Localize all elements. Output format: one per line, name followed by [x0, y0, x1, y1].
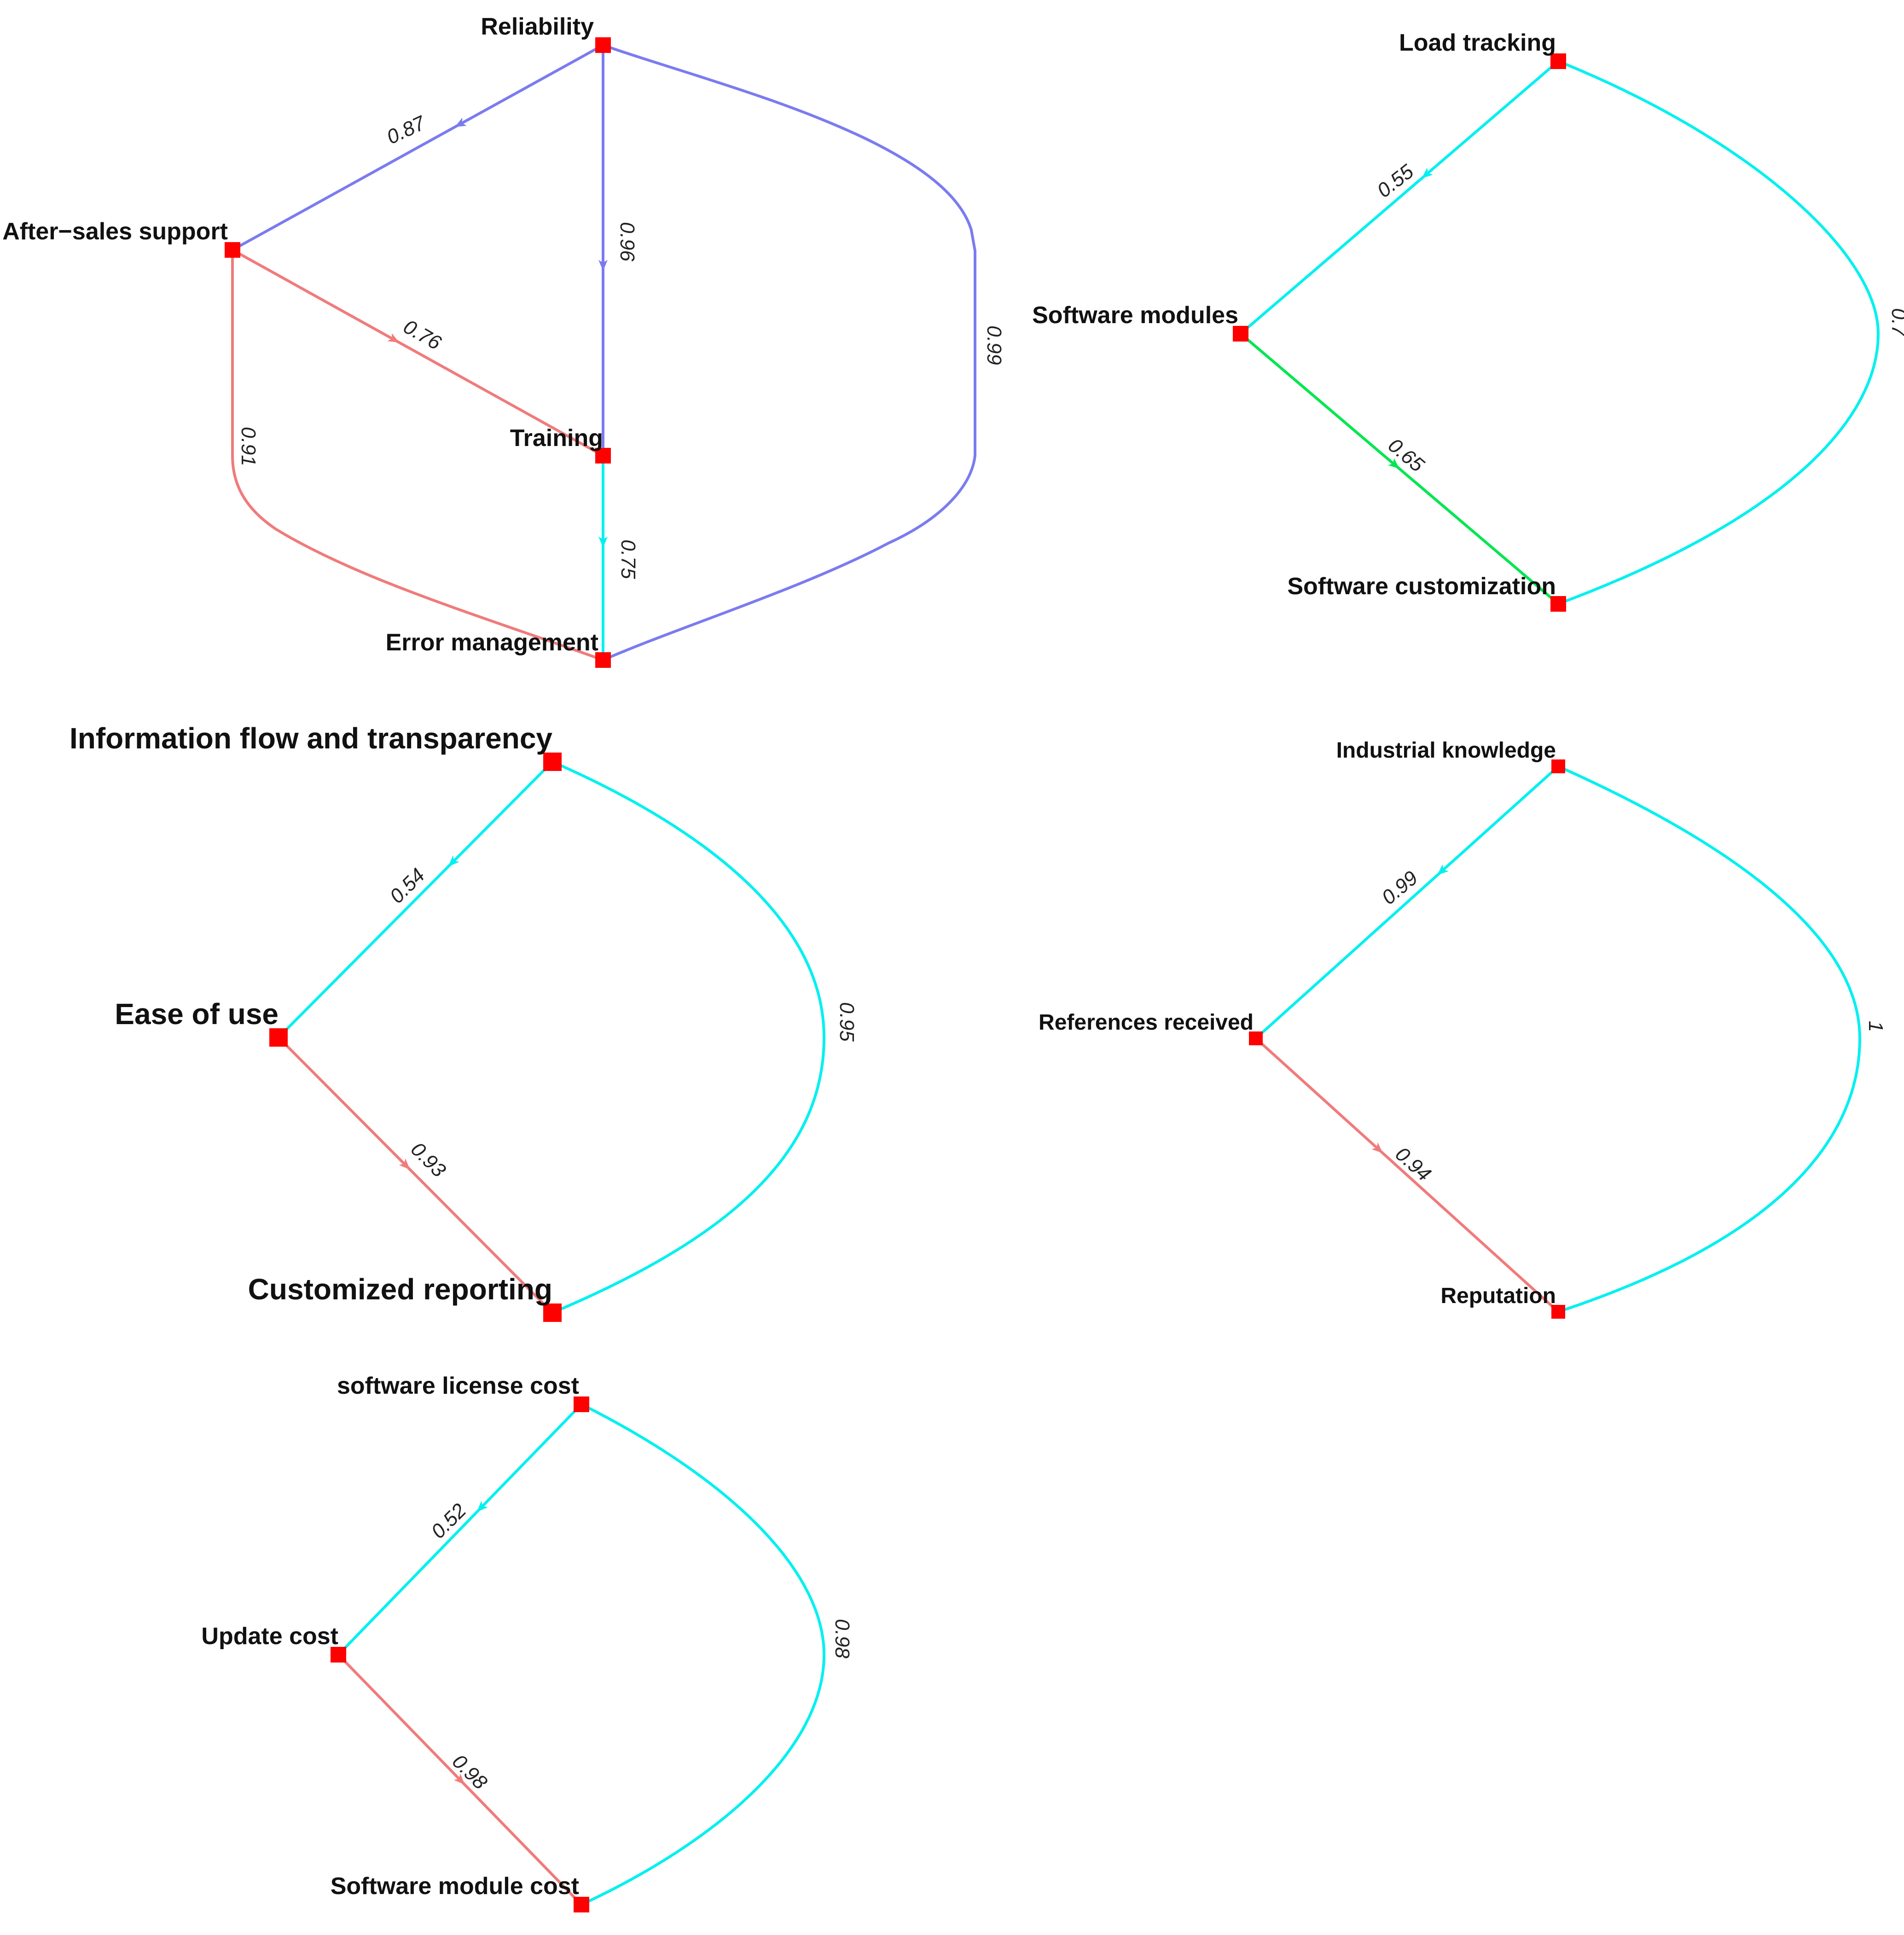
- edge-after_sales-to-training: [232, 249, 604, 457]
- graph-1: 0.87 0.96 0.99 0.76 0.91 0.75 ReliabilityAfter…: [2, 13, 1005, 668]
- node-label-software_custom: Software customization: [1287, 573, 1556, 600]
- edge-weight-label: 0.54: [385, 864, 429, 908]
- node-marker-ease_of_use: [269, 1028, 288, 1047]
- edge-weight-label: 0.87: [383, 111, 430, 149]
- edge-weight-label: 0.65: [1384, 434, 1429, 477]
- edge-arrow-icon: [1388, 458, 1399, 469]
- edge-after_sales-to-error_mgmt: [231, 250, 604, 661]
- node-marker-update_cost: [331, 1647, 346, 1663]
- edge-arrow-icon: [476, 1500, 488, 1512]
- edge-load_tracking-to-software_custom: [1557, 60, 1880, 605]
- node-label-license_cost: software license cost: [337, 1373, 579, 1399]
- edge-weight-label: 0.98: [448, 1750, 492, 1794]
- edge-arrow-icon: [387, 333, 400, 343]
- edge-weight-label: 0.91: [237, 427, 260, 466]
- edge-weight-label: 0.93: [406, 1138, 451, 1182]
- node-label-training: Training: [510, 425, 603, 452]
- node-label-load_tracking: Load tracking: [1399, 29, 1556, 56]
- edge-weight-label: 0.52: [427, 1499, 470, 1543]
- node-marker-after_sales: [225, 242, 240, 258]
- edge-info_flow-to-ease_of_use: [277, 760, 554, 1039]
- graph-3: 0.54 0.95 0.93 Information flow and transpa…: [70, 722, 858, 1322]
- node-label-error_mgmt: Error management: [386, 629, 598, 656]
- edge-reliability-to-after_sales: [232, 44, 604, 251]
- node-label-module_cost: Software module cost: [331, 1873, 579, 1900]
- edge-arrow-icon: [1371, 1142, 1383, 1153]
- node-label-software_modules: Software modules: [1032, 302, 1238, 329]
- edge-industrial_knowledge-to-reputation: [1557, 765, 1862, 1313]
- node-label-reputation: Reputation: [1440, 1284, 1556, 1308]
- edge-reliability-to-error_mgmt: [602, 44, 976, 661]
- node-marker-software_custom: [1550, 596, 1566, 612]
- node-marker-software_modules: [1233, 326, 1248, 342]
- node-marker-info_flow: [543, 753, 562, 771]
- node-label-update_cost: Update cost: [201, 1623, 338, 1650]
- edge-weight-label: 0.99: [1377, 867, 1422, 910]
- edge-arrow-icon: [598, 536, 608, 548]
- node-label-custom_reporting: Customized reporting: [248, 1273, 552, 1306]
- node-marker-reliability: [595, 37, 611, 53]
- edge-arrow-icon: [448, 855, 459, 867]
- edge-weight-label: 0.98: [831, 1619, 853, 1658]
- edge-license_cost-to-update_cost: [337, 1403, 583, 1656]
- edge-arrow-icon: [455, 117, 467, 127]
- edge-arrow-icon: [399, 1158, 410, 1170]
- edge-weight-label: 0.94: [1391, 1142, 1435, 1186]
- node-marker-custom_reporting: [543, 1304, 562, 1322]
- edge-weight-label: 0.55: [1373, 160, 1418, 203]
- edge-arrow-icon: [453, 1773, 465, 1785]
- node-marker-industrial_knowledge: [1551, 759, 1565, 773]
- node-marker-training: [595, 448, 611, 463]
- node-label-references_received: References received: [1039, 1010, 1254, 1035]
- edge-license_cost-to-module_cost: [580, 1403, 826, 1906]
- node-marker-error_mgmt: [595, 652, 611, 668]
- node-marker-references_received: [1249, 1031, 1263, 1045]
- edge-references_received-to-reputation: [1254, 1037, 1560, 1313]
- edge-arrow-icon: [598, 260, 608, 271]
- edge-software_modules-to-software_custom: [1240, 332, 1559, 605]
- node-label-reliability: Reliability: [481, 13, 594, 40]
- edge-industrial_knowledge-to-references_received: [1254, 765, 1560, 1040]
- edge-info_flow-to-custom_reporting: [551, 760, 826, 1314]
- edge-weight-label: 0.96: [616, 222, 639, 261]
- edge-arrow-icon: [1422, 168, 1434, 179]
- edge-weight-label: 0.95: [836, 1002, 858, 1042]
- node-marker-reputation: [1551, 1305, 1565, 1319]
- node-label-after_sales: After−sales support: [2, 218, 228, 245]
- graph-4: 0.99 1 0.94 Industrial knowledgeReferences …: [1039, 738, 1887, 1319]
- node-marker-module_cost: [574, 1897, 589, 1912]
- node-marker-license_cost: [574, 1396, 589, 1412]
- edge-arrow-icon: [1437, 864, 1449, 875]
- node-label-info_flow: Information flow and transparency: [70, 722, 552, 755]
- edge-weight-label: 0.7: [1887, 308, 1904, 337]
- edge-weight-label: 1: [1864, 1021, 1887, 1032]
- graph-5: 0.52 0.98 0.98 software license costUpdate …: [201, 1373, 853, 1912]
- node-marker-load_tracking: [1550, 53, 1566, 69]
- edge-weight-label: 0.75: [617, 539, 639, 579]
- edge-weight-label: 0.76: [400, 315, 445, 355]
- edge-ease_of_use-to-custom_reporting: [277, 1036, 554, 1314]
- node-label-ease_of_use: Ease of use: [115, 997, 279, 1031]
- edge-weight-label: 0.99: [983, 325, 1005, 365]
- edge-load_tracking-to-software_modules: [1240, 60, 1559, 335]
- node-label-industrial_knowledge: Industrial knowledge: [1336, 738, 1556, 763]
